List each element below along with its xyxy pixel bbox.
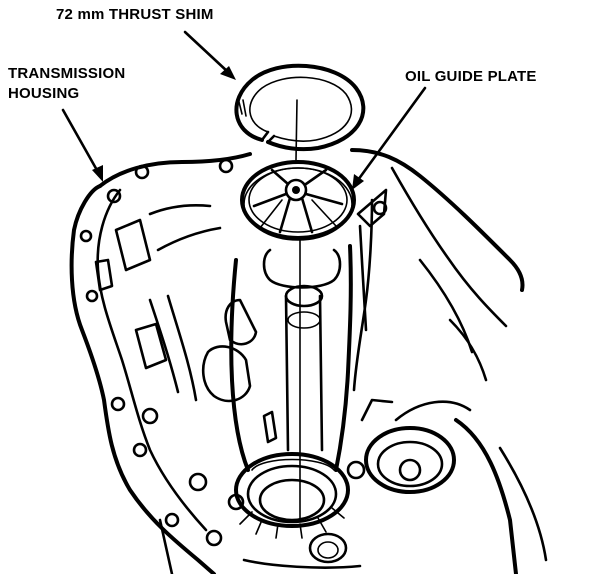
mainshaft-assembly [158,239,456,574]
oil-guide-plate-label: OIL GUIDE PLATE [405,68,537,85]
thrust-shim [234,63,366,161]
oil-guide-plate [240,160,356,241]
thrust-shim-label: 72 mm THRUST SHIM [56,6,214,23]
transmission-housing-label-line2: HOUSING [8,85,80,102]
housing-right-wall [350,148,548,574]
housing-leader [61,108,103,182]
transmission-housing-label: TRANSMISSION HOUSING [8,64,125,104]
oil-guide-leader [352,86,427,190]
transmission-housing [69,152,252,574]
transmission-housing-label-line1: TRANSMISSION [8,65,126,82]
thrust-shim-leader [183,30,236,80]
